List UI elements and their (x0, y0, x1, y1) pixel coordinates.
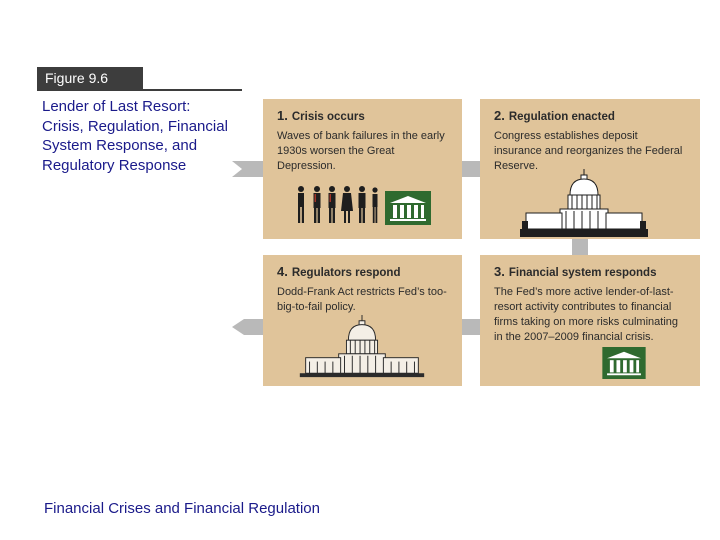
panel-text: Dodd-Frank Act restricts Fed’s too-big-t… (277, 286, 447, 313)
footer-title: Financial Crises and Financial Regulatio… (44, 500, 320, 517)
panel-title-text: Regulators respond (291, 267, 401, 279)
panel-title: 3.Financial system responds (494, 264, 686, 279)
figure-label: Figure 9.6 (37, 67, 143, 90)
bank-building-icon (602, 347, 646, 379)
panel-title: 1.Crisis occurs (277, 108, 448, 123)
panel-title-text: Regulation enacted (508, 111, 615, 123)
panel-text: Congress establishes deposit insurance a… (494, 130, 683, 172)
arrow-panel-1-to-2 (462, 161, 480, 177)
panel-title-text: Financial system responds (508, 267, 657, 279)
panel-number: 3. (494, 264, 505, 279)
panel-regulation-enacted: 2.Regulation enacted Congress establishe… (480, 99, 700, 239)
panel-regulators-respond: 4.Regulators respond Dodd-Frank Act rest… (263, 255, 462, 386)
arrow-out-of-panel-4 (232, 319, 264, 335)
panel-number: 2. (494, 108, 505, 123)
bank-building-icon (385, 191, 431, 225)
figure-caption: Lender of Last Resort: Crisis, Regulatio… (42, 98, 228, 174)
panel-number: 4. (277, 264, 288, 279)
panel-title-text: Crisis occurs (291, 111, 365, 123)
panel-text: Waves of bank failures in the early 1930… (277, 130, 445, 172)
figure-label-rule (37, 89, 242, 91)
panel-text: The Fed’s more active lender-of-last-res… (494, 286, 679, 343)
panel-number: 1. (277, 108, 288, 123)
panel-title: 2.Regulation enacted (494, 108, 686, 123)
panel-crisis-occurs: 1.Crisis occurs Waves of bank failures i… (263, 99, 462, 239)
arrow-panel-3-to-4 (462, 319, 480, 335)
arrow-panel-2-to-3 (572, 239, 588, 255)
capitol-building-icon (299, 314, 425, 378)
panel-title: 4.Regulators respond (277, 264, 448, 279)
panel-financial-system-responds: 3.Financial system responds The Fed’s mo… (480, 255, 700, 386)
arrow-into-panel-1 (232, 161, 264, 177)
capitol-building-icon (520, 169, 648, 237)
people-icon (298, 186, 378, 223)
